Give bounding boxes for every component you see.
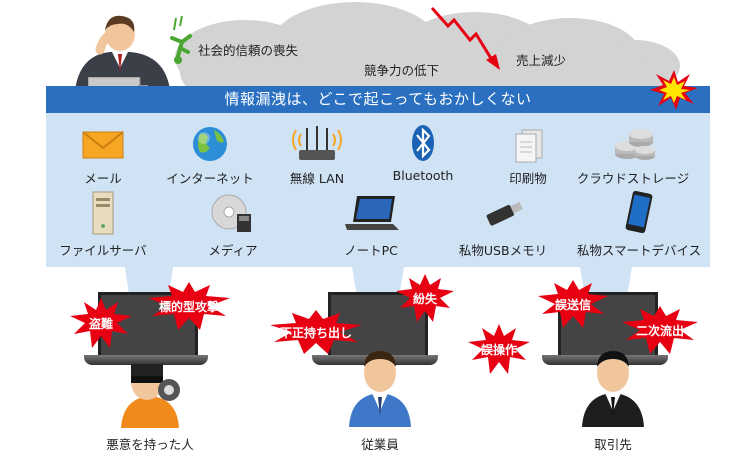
decline-line-icon [430, 4, 510, 74]
stressed-businessman [70, 10, 190, 90]
burst-unauthorized-takeout: 不正持ち出し [270, 310, 362, 354]
alert-burst-icon [650, 70, 698, 110]
burst-loss: 紛失 [396, 274, 454, 322]
banner-title: 情報漏洩は、どこで起こってもおかしくない [46, 86, 710, 113]
burst-targeted-attack: 標的型攻撃 [148, 282, 230, 330]
bluetooth-icon [412, 125, 434, 161]
burst-mis-send: 誤送信 [538, 280, 608, 328]
channel-bluetooth: Bluetooth [358, 124, 488, 183]
channel-label: クラウドストレージ [576, 171, 690, 186]
smartphone-icon [625, 190, 653, 234]
channel-printed: 印刷物 [463, 124, 593, 187]
client-person-icon [578, 345, 648, 427]
channel-internet: インターネット [145, 124, 275, 187]
channel-label: ファイルサーバ [59, 243, 147, 258]
competitiveness-label: 競争力の低下 [364, 63, 440, 78]
channel-label: 私物スマートデバイス [576, 243, 702, 258]
channel-label: 私物USBメモリ [458, 243, 548, 258]
channel-file-server: ファイルサーバ [38, 190, 168, 259]
usb-icon [486, 201, 523, 226]
threat-label: 標的型攻撃 [158, 299, 219, 314]
threat-label: 不正持ち出し [279, 325, 352, 340]
channel-label: 印刷物 [509, 171, 547, 186]
actor-label-employee: 従業員 [361, 437, 399, 452]
cloud-storage-icon [615, 129, 655, 160]
falling-person-icon [166, 15, 196, 66]
actor-label-malicious: 悪意を持った人 [106, 437, 194, 452]
threat-label: 誤操作 [480, 342, 517, 357]
actor-label-client: 取引先 [594, 437, 632, 452]
channel-usb-memory: 私物USBメモリ [438, 190, 568, 259]
router-icon [292, 126, 342, 160]
channel-label: 無線 LAN [289, 171, 345, 186]
channel-notebook-pc: ノートPC [306, 190, 436, 259]
sales-decline-label: 売上減少 [516, 53, 567, 68]
channel-label: インターネット [166, 171, 254, 186]
channel-smart-device: 私物スマートデバイス [574, 190, 704, 259]
trust-loss-label: 社会的信頼の喪失 [198, 43, 299, 58]
channel-media: メディア [168, 190, 298, 259]
channel-label: Bluetooth [392, 168, 454, 183]
employee-person-icon [345, 345, 415, 427]
threat-label: 盗難 [88, 316, 113, 331]
channel-label: メール [84, 171, 122, 186]
server-icon [92, 191, 114, 235]
channel-label: メディア [208, 243, 258, 258]
channel-wireless-lan: 無線 LAN [252, 124, 382, 187]
laptop-icon [345, 196, 399, 230]
threat-label: 紛失 [412, 291, 437, 306]
channel-mail: メール [38, 124, 168, 187]
malicious-person-icon [115, 350, 185, 428]
burst-misoperation: 誤操作 [468, 324, 530, 374]
mail-icon [82, 131, 124, 159]
channel-panel [46, 113, 710, 267]
burst-theft: 盗難 [70, 298, 132, 348]
globe-icon [193, 127, 227, 161]
burst-secondary-leak: 二次流出 [622, 306, 698, 354]
disc-icon [211, 194, 251, 232]
channel-cloud-storage: クラウドストレージ [568, 124, 698, 187]
document-icon [515, 129, 543, 163]
threat-label: 二次流出 [635, 323, 684, 338]
channel-label: ノートPC [344, 243, 398, 258]
threat-label: 誤送信 [554, 297, 591, 312]
